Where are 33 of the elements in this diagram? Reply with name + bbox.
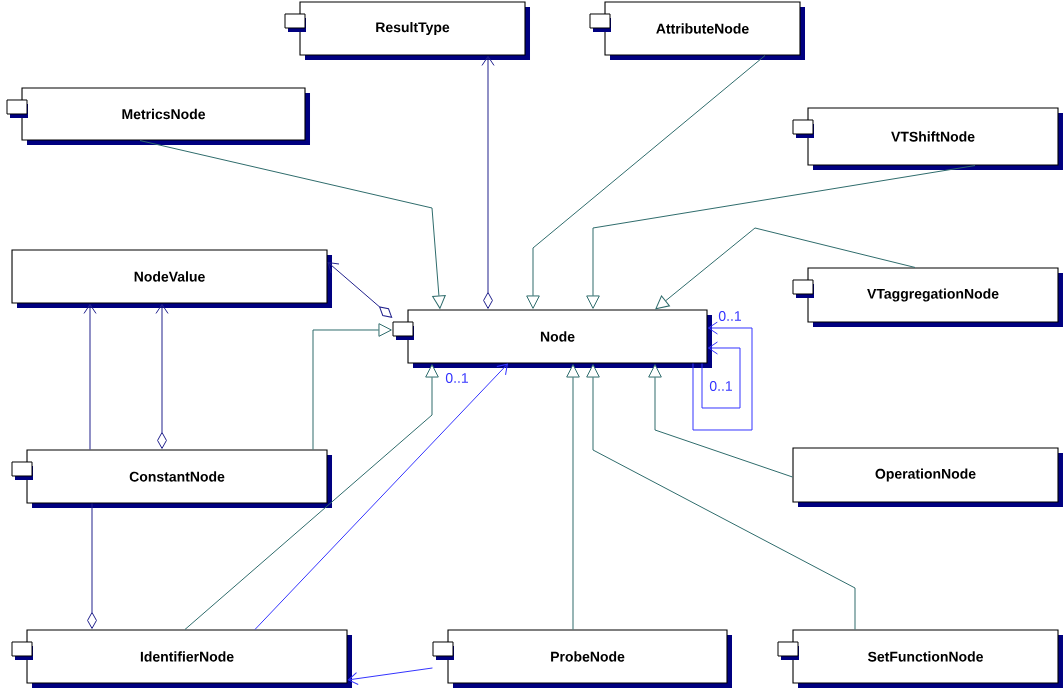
arrow: [312, 323, 392, 450]
component-box: ResultType: [284, 1, 530, 60]
arrow: [526, 55, 766, 309]
arrow: [692, 321, 753, 431]
class-box: NodeValue: [11, 249, 332, 308]
component-box: VTShiftNode: [792, 107, 1063, 170]
component-box: SetFunctionNode: [777, 629, 1063, 688]
arrow: [347, 667, 433, 686]
component-box: AttributeNode: [589, 1, 805, 60]
arrow: [139, 140, 446, 309]
component-box: VTaggregationNode: [792, 267, 1063, 327]
component-box: IdentifierNode: [11, 629, 352, 688]
arrow: [655, 227, 916, 310]
arrow: [586, 364, 856, 630]
arrow: [254, 363, 508, 630]
arrow: [566, 364, 580, 630]
class-box: OperationNode: [792, 447, 1063, 507]
component-box: MetricsNode: [6, 87, 310, 145]
arrow: [327, 262, 393, 318]
arrow: [87, 503, 97, 629]
arrow: [481, 55, 495, 309]
arrow: [184, 364, 439, 630]
component-box: ProbeNode: [432, 629, 732, 688]
arrow: [586, 165, 976, 309]
arrow: [155, 303, 169, 449]
component-box: Node: [392, 309, 712, 368]
edge-label: 0..1: [444, 372, 470, 384]
edge-label: 0..1: [708, 380, 734, 392]
arrow: [648, 364, 793, 478]
arrow: [701, 341, 741, 409]
arrow: [83, 303, 97, 450]
edge-label: 0..1: [717, 310, 743, 322]
component-box: ConstantNode: [11, 449, 332, 508]
